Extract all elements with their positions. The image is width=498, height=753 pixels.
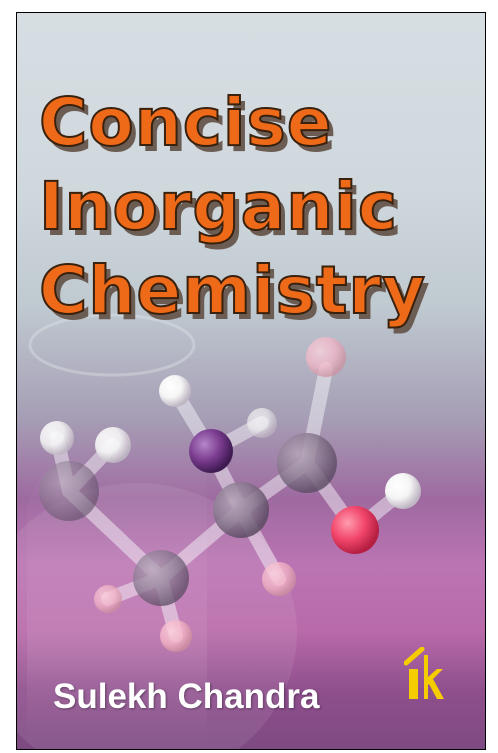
glass-beaker-outline bbox=[28, 313, 196, 377]
cover-art bbox=[17, 313, 421, 749]
hydrogen-atom-near-nitrogen bbox=[247, 408, 277, 438]
title-line-3: Chemistry bbox=[38, 251, 426, 330]
carbon-atom-lower-left bbox=[133, 550, 189, 606]
hydrogen-atom-left-top bbox=[95, 427, 131, 463]
nitrogen-atom bbox=[189, 429, 233, 473]
hydrogen-atom-top-left bbox=[159, 375, 191, 407]
carbon-atom-center bbox=[213, 482, 269, 538]
flask-shadow bbox=[17, 483, 297, 749]
book-title: Concise Inorganic Chemistry bbox=[38, 81, 469, 333]
hydrogen-atom-bottom bbox=[160, 620, 192, 652]
hydrogen-atom-left bbox=[40, 421, 74, 455]
hydrogen-atom-lower-left bbox=[94, 585, 122, 613]
title-line-1: Concise bbox=[38, 83, 333, 162]
author-name: Sulekh Chandra bbox=[53, 677, 320, 716]
title-line-2: Inorganic bbox=[38, 167, 398, 246]
oxygen-atom-right bbox=[331, 506, 379, 554]
book-cover: Concise Inorganic Chemistry Sulekh Chand… bbox=[16, 12, 486, 750]
carbon-atom-right bbox=[277, 433, 337, 493]
ik-logo-icon bbox=[404, 647, 444, 699]
oxygen-atom-top bbox=[306, 337, 346, 377]
hydrogen-atom-lower-right bbox=[262, 562, 296, 596]
hydrogen-atom-right bbox=[385, 473, 421, 509]
carbon-atom-left bbox=[39, 461, 99, 521]
